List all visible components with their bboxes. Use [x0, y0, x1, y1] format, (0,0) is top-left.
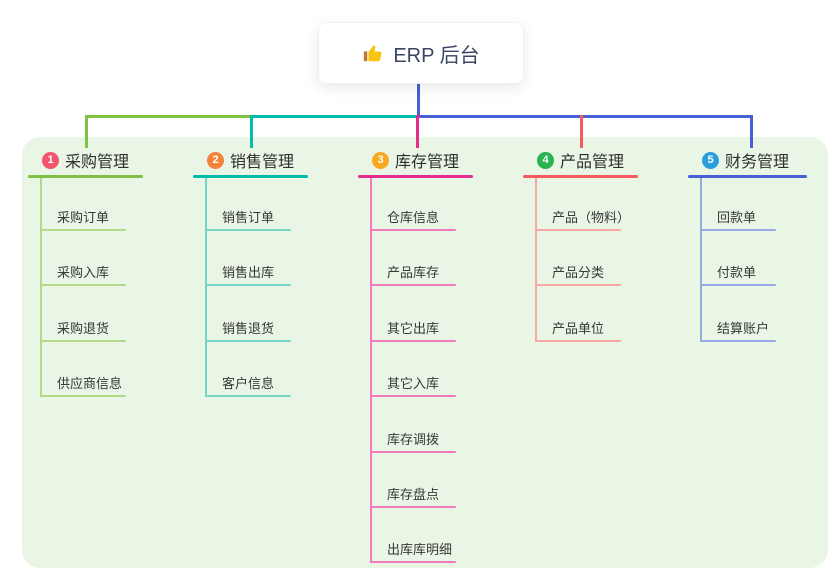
- child-node[interactable]: 客户信息: [222, 376, 275, 391]
- child-underline: [700, 340, 776, 342]
- child-underline: [40, 229, 126, 231]
- child-underline: [370, 451, 456, 453]
- connector-drop-product: [580, 115, 583, 148]
- branch-label: 产品管理: [560, 154, 625, 171]
- connector-bar-left: [85, 115, 251, 118]
- root-node[interactable]: ERP 后台: [318, 22, 524, 84]
- child-node[interactable]: 采购订单: [57, 210, 110, 225]
- branch-purchase: 1 采购管理采购订单采购入库采购退货供应商信息: [28, 147, 143, 577]
- child-underline: [40, 284, 126, 286]
- child-underline: [700, 229, 776, 231]
- branch-header-sales[interactable]: 2 销售管理: [207, 149, 294, 171]
- child-node[interactable]: 采购入库: [57, 265, 110, 280]
- child-underline: [370, 506, 456, 508]
- child-underline: [370, 284, 456, 286]
- child-underline: [205, 395, 291, 397]
- connector-bar-mid: [251, 115, 417, 118]
- branch-underline: [193, 175, 308, 178]
- child-node[interactable]: 销售订单: [222, 210, 275, 225]
- branch-finance: 5 财务管理回款单付款单结算账户: [688, 147, 807, 577]
- branch-underline: [28, 175, 143, 178]
- child-node[interactable]: 采购退货: [57, 321, 110, 336]
- connector-bar-right: [417, 115, 753, 118]
- branch-number-badge: 3: [372, 151, 389, 169]
- connector-drop-finance: [750, 115, 753, 148]
- child-underline: [535, 340, 621, 342]
- connector-drop-sales: [250, 115, 253, 148]
- branch-header-finance[interactable]: 5 财务管理: [702, 149, 789, 171]
- child-underline: [40, 395, 126, 397]
- branch-header-inventory[interactable]: 3 库存管理: [372, 149, 459, 171]
- child-node[interactable]: 供应商信息: [57, 376, 123, 391]
- child-underline: [205, 284, 291, 286]
- child-node[interactable]: 产品（物料）: [552, 210, 631, 225]
- branch-spine: [700, 178, 702, 342]
- branch-header-purchase[interactable]: 1 采购管理: [42, 149, 129, 171]
- branch-number-badge: 4: [537, 151, 554, 169]
- child-node[interactable]: 产品单位: [552, 321, 605, 336]
- child-underline: [370, 561, 456, 563]
- branch-underline: [358, 175, 473, 178]
- child-node[interactable]: 库存盘点: [387, 487, 440, 502]
- root-label: ERP 后台: [393, 44, 480, 67]
- child-underline: [370, 395, 456, 397]
- branch-label: 库存管理: [395, 154, 460, 171]
- child-underline: [370, 340, 456, 342]
- branch-underline: [688, 175, 807, 178]
- child-underline: [535, 229, 621, 231]
- branch-header-product[interactable]: 4 产品管理: [537, 149, 624, 171]
- child-node[interactable]: 产品分类: [552, 265, 605, 280]
- child-node[interactable]: 结算账户: [717, 321, 770, 336]
- branch-inventory: 3 库存管理仓库信息产品库存其它出库其它入库库存调拨库存盘点出库库明细: [358, 147, 473, 577]
- child-underline: [700, 284, 776, 286]
- connector-drop-purchase: [85, 115, 88, 148]
- child-node[interactable]: 销售退货: [222, 321, 275, 336]
- branch-spine: [370, 178, 372, 563]
- child-node[interactable]: 出库库明细: [387, 542, 453, 557]
- child-underline: [370, 229, 456, 231]
- child-underline: [205, 340, 291, 342]
- branch-label: 销售管理: [230, 154, 295, 171]
- child-node[interactable]: 付款单: [717, 265, 757, 280]
- connector-root-drop: [417, 82, 420, 116]
- branch-number-badge: 2: [207, 151, 224, 169]
- branch-product: 4 产品管理产品（物料） 产品分类产品单位: [523, 147, 638, 577]
- branch-spine: [205, 178, 207, 397]
- child-node[interactable]: 库存调拨: [387, 432, 440, 447]
- branch-spine: [40, 178, 42, 397]
- branch-spine: [535, 178, 537, 342]
- branch-label: 财务管理: [725, 154, 790, 171]
- child-underline: [40, 340, 126, 342]
- child-underline: [205, 229, 291, 231]
- connector-drop-inventory: [416, 115, 419, 148]
- branches-panel: [22, 137, 828, 568]
- child-node[interactable]: 其它出库: [387, 321, 440, 336]
- branch-label: 采购管理: [65, 154, 130, 171]
- child-underline: [535, 284, 621, 286]
- child-node[interactable]: 仓库信息: [387, 210, 440, 225]
- branch-underline: [523, 175, 638, 178]
- thumbs-up-icon: [364, 45, 382, 62]
- branch-sales: 2 销售管理销售订单销售出库销售退货客户信息: [193, 147, 308, 577]
- child-node[interactable]: 其它入库: [387, 376, 440, 391]
- child-node[interactable]: 回款单: [717, 210, 757, 225]
- child-node[interactable]: 销售出库: [222, 265, 275, 280]
- child-node[interactable]: 产品库存: [387, 265, 440, 280]
- branch-number-badge: 1: [42, 151, 59, 169]
- branch-number-badge: 5: [702, 151, 719, 169]
